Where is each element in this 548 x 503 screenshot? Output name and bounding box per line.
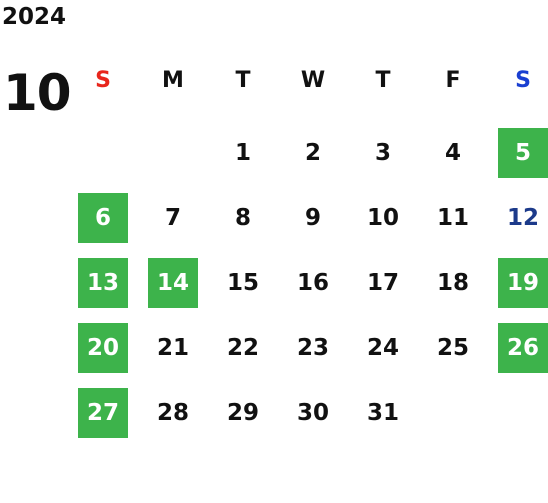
day-cell (488, 380, 548, 445)
day-cell: 25 (418, 315, 488, 380)
day-cell (418, 380, 488, 445)
day-number: 10 (366, 204, 399, 231)
day-number: 4 (444, 139, 461, 166)
day-cell: 22 (208, 315, 278, 380)
day-number: 11 (436, 204, 469, 231)
day-number: 28 (156, 399, 189, 426)
day-cell: 30 (278, 380, 348, 445)
day-cell: 24 (348, 315, 418, 380)
day-number: 2 (304, 139, 321, 166)
day-cell: 4 (418, 120, 488, 185)
day-number: 22 (226, 334, 259, 361)
day-cell: 1 (208, 120, 278, 185)
day-cell: 14 (138, 250, 208, 315)
day-number: 8 (234, 204, 251, 231)
day-cell: 11 (418, 185, 488, 250)
day-number: 21 (156, 334, 189, 361)
day-number-highlighted: 13 (78, 257, 128, 308)
weekday-label: T (375, 68, 391, 93)
day-cell: 8 (208, 185, 278, 250)
day-cell (138, 120, 208, 185)
calendar-year: 2024 (2, 4, 67, 30)
day-number: 17 (366, 269, 399, 296)
day-number-highlighted: 5 (498, 127, 548, 178)
weekday-label: W (300, 68, 326, 93)
day-cell: 28 (138, 380, 208, 445)
day-number: 15 (226, 269, 259, 296)
day-number: 30 (296, 399, 329, 426)
day-cell: 7 (138, 185, 208, 250)
day-number: 1 (234, 139, 251, 166)
day-cell: 12 (488, 185, 548, 250)
day-cell: 20 (68, 315, 138, 380)
day-cell: 16 (278, 250, 348, 315)
day-number-highlighted: 26 (498, 322, 548, 373)
day-cell: 5 (488, 120, 548, 185)
day-cell: 23 (278, 315, 348, 380)
day-number-highlighted: 27 (78, 387, 128, 438)
day-number: 3 (374, 139, 391, 166)
day-number: 29 (226, 399, 259, 426)
day-cell: 17 (348, 250, 418, 315)
day-cell: 15 (208, 250, 278, 315)
day-cell: 10 (348, 185, 418, 250)
day-number: 23 (296, 334, 329, 361)
day-number-highlighted: 6 (78, 192, 128, 243)
day-number: 9 (304, 204, 321, 231)
day-cell: 21 (138, 315, 208, 380)
day-number-highlighted: 19 (498, 257, 548, 308)
calendar-month: 10 (3, 64, 72, 122)
day-number: 12 (506, 204, 539, 231)
day-number: 7 (164, 204, 181, 231)
day-cell: 27 (68, 380, 138, 445)
day-cell: 26 (488, 315, 548, 380)
day-cell: 31 (348, 380, 418, 445)
day-number-highlighted: 20 (78, 322, 128, 373)
weekday-label: F (445, 68, 461, 93)
day-cell: 3 (348, 120, 418, 185)
weekday-label: M (162, 68, 184, 93)
day-cell: 29 (208, 380, 278, 445)
day-number-highlighted: 14 (148, 257, 198, 308)
day-cell: 9 (278, 185, 348, 250)
weekday-label: T (235, 68, 251, 93)
weekday-label: S (515, 68, 531, 93)
day-number: 24 (366, 334, 399, 361)
day-cell: 2 (278, 120, 348, 185)
day-cell (68, 120, 138, 185)
day-cell: 19 (488, 250, 548, 315)
day-number: 16 (296, 269, 329, 296)
day-cell: 18 (418, 250, 488, 315)
day-number: 31 (366, 399, 399, 426)
day-cell: 6 (68, 185, 138, 250)
day-number: 18 (436, 269, 469, 296)
day-number: 25 (436, 334, 469, 361)
day-cell: 13 (68, 250, 138, 315)
weekday-label: S (95, 68, 111, 93)
